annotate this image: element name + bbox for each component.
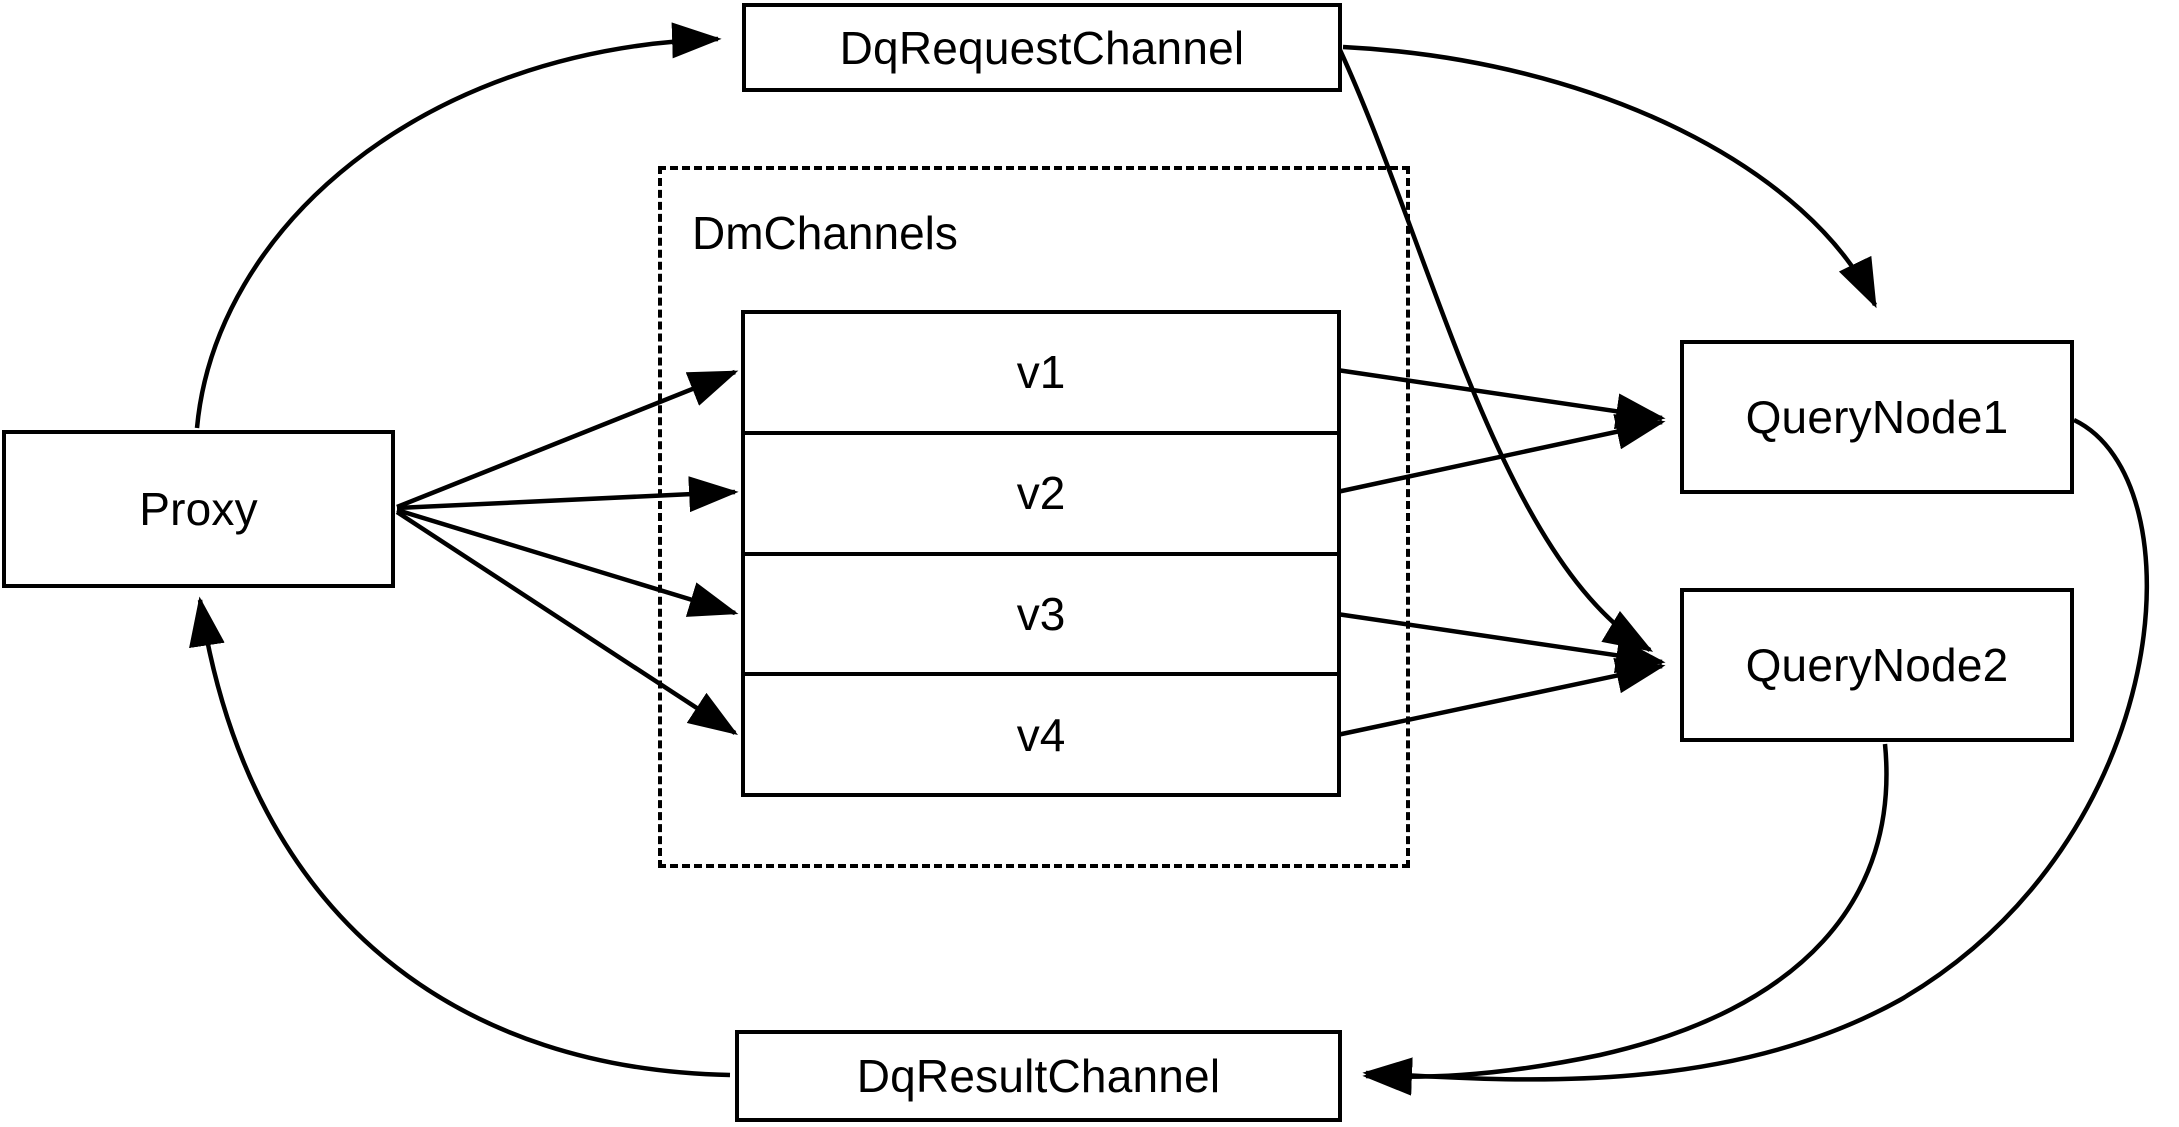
dm-channel-row-v1-label: v1	[1016, 346, 1066, 399]
group-dm-channels-label: DmChannels	[692, 207, 958, 259]
node-query-node-1-label: QueryNode1	[1745, 391, 2009, 443]
node-query-node-1[interactable]: QueryNode1	[1680, 340, 2074, 494]
edge-dqrequestchannel-to-querynode1	[1342, 44, 1878, 309]
dm-channel-row-v4-label: v4	[1016, 708, 1066, 761]
edge-dqresultchannel-to-proxy	[189, 596, 731, 1078]
edge-querynode2-to-dqresultchannel	[1362, 743, 1889, 1096]
node-dq-request-channel-label: DqRequestChannel	[839, 21, 1245, 74]
node-dq-request-channel[interactable]: DqRequestChannel	[742, 3, 1342, 92]
node-dq-result-channel-label: DqResultChannel	[856, 1050, 1221, 1102]
dm-channel-row-v2[interactable]: v2	[745, 434, 1337, 556]
edge-querynode1-to-dqresultchannel	[1362, 417, 2150, 1094]
node-query-node-2[interactable]: QueryNode2	[1680, 588, 2074, 742]
edge-proxy-to-dqrequestchannel	[194, 22, 722, 429]
node-query-node-2-label: QueryNode2	[1745, 639, 2009, 691]
dm-channel-stack: v1 v2 v3 v4	[741, 310, 1341, 797]
node-proxy-label: Proxy	[139, 483, 258, 535]
node-dq-result-channel[interactable]: DqResultChannel	[735, 1030, 1342, 1122]
dm-channel-row-v3-label: v3	[1016, 587, 1066, 640]
node-proxy[interactable]: Proxy	[2, 430, 395, 588]
dm-channel-row-v3[interactable]: v3	[745, 555, 1337, 677]
dm-channel-row-v1[interactable]: v1	[745, 314, 1337, 435]
dm-channel-row-v4[interactable]: v4	[745, 676, 1337, 793]
dm-channel-row-v2-label: v2	[1016, 467, 1066, 520]
